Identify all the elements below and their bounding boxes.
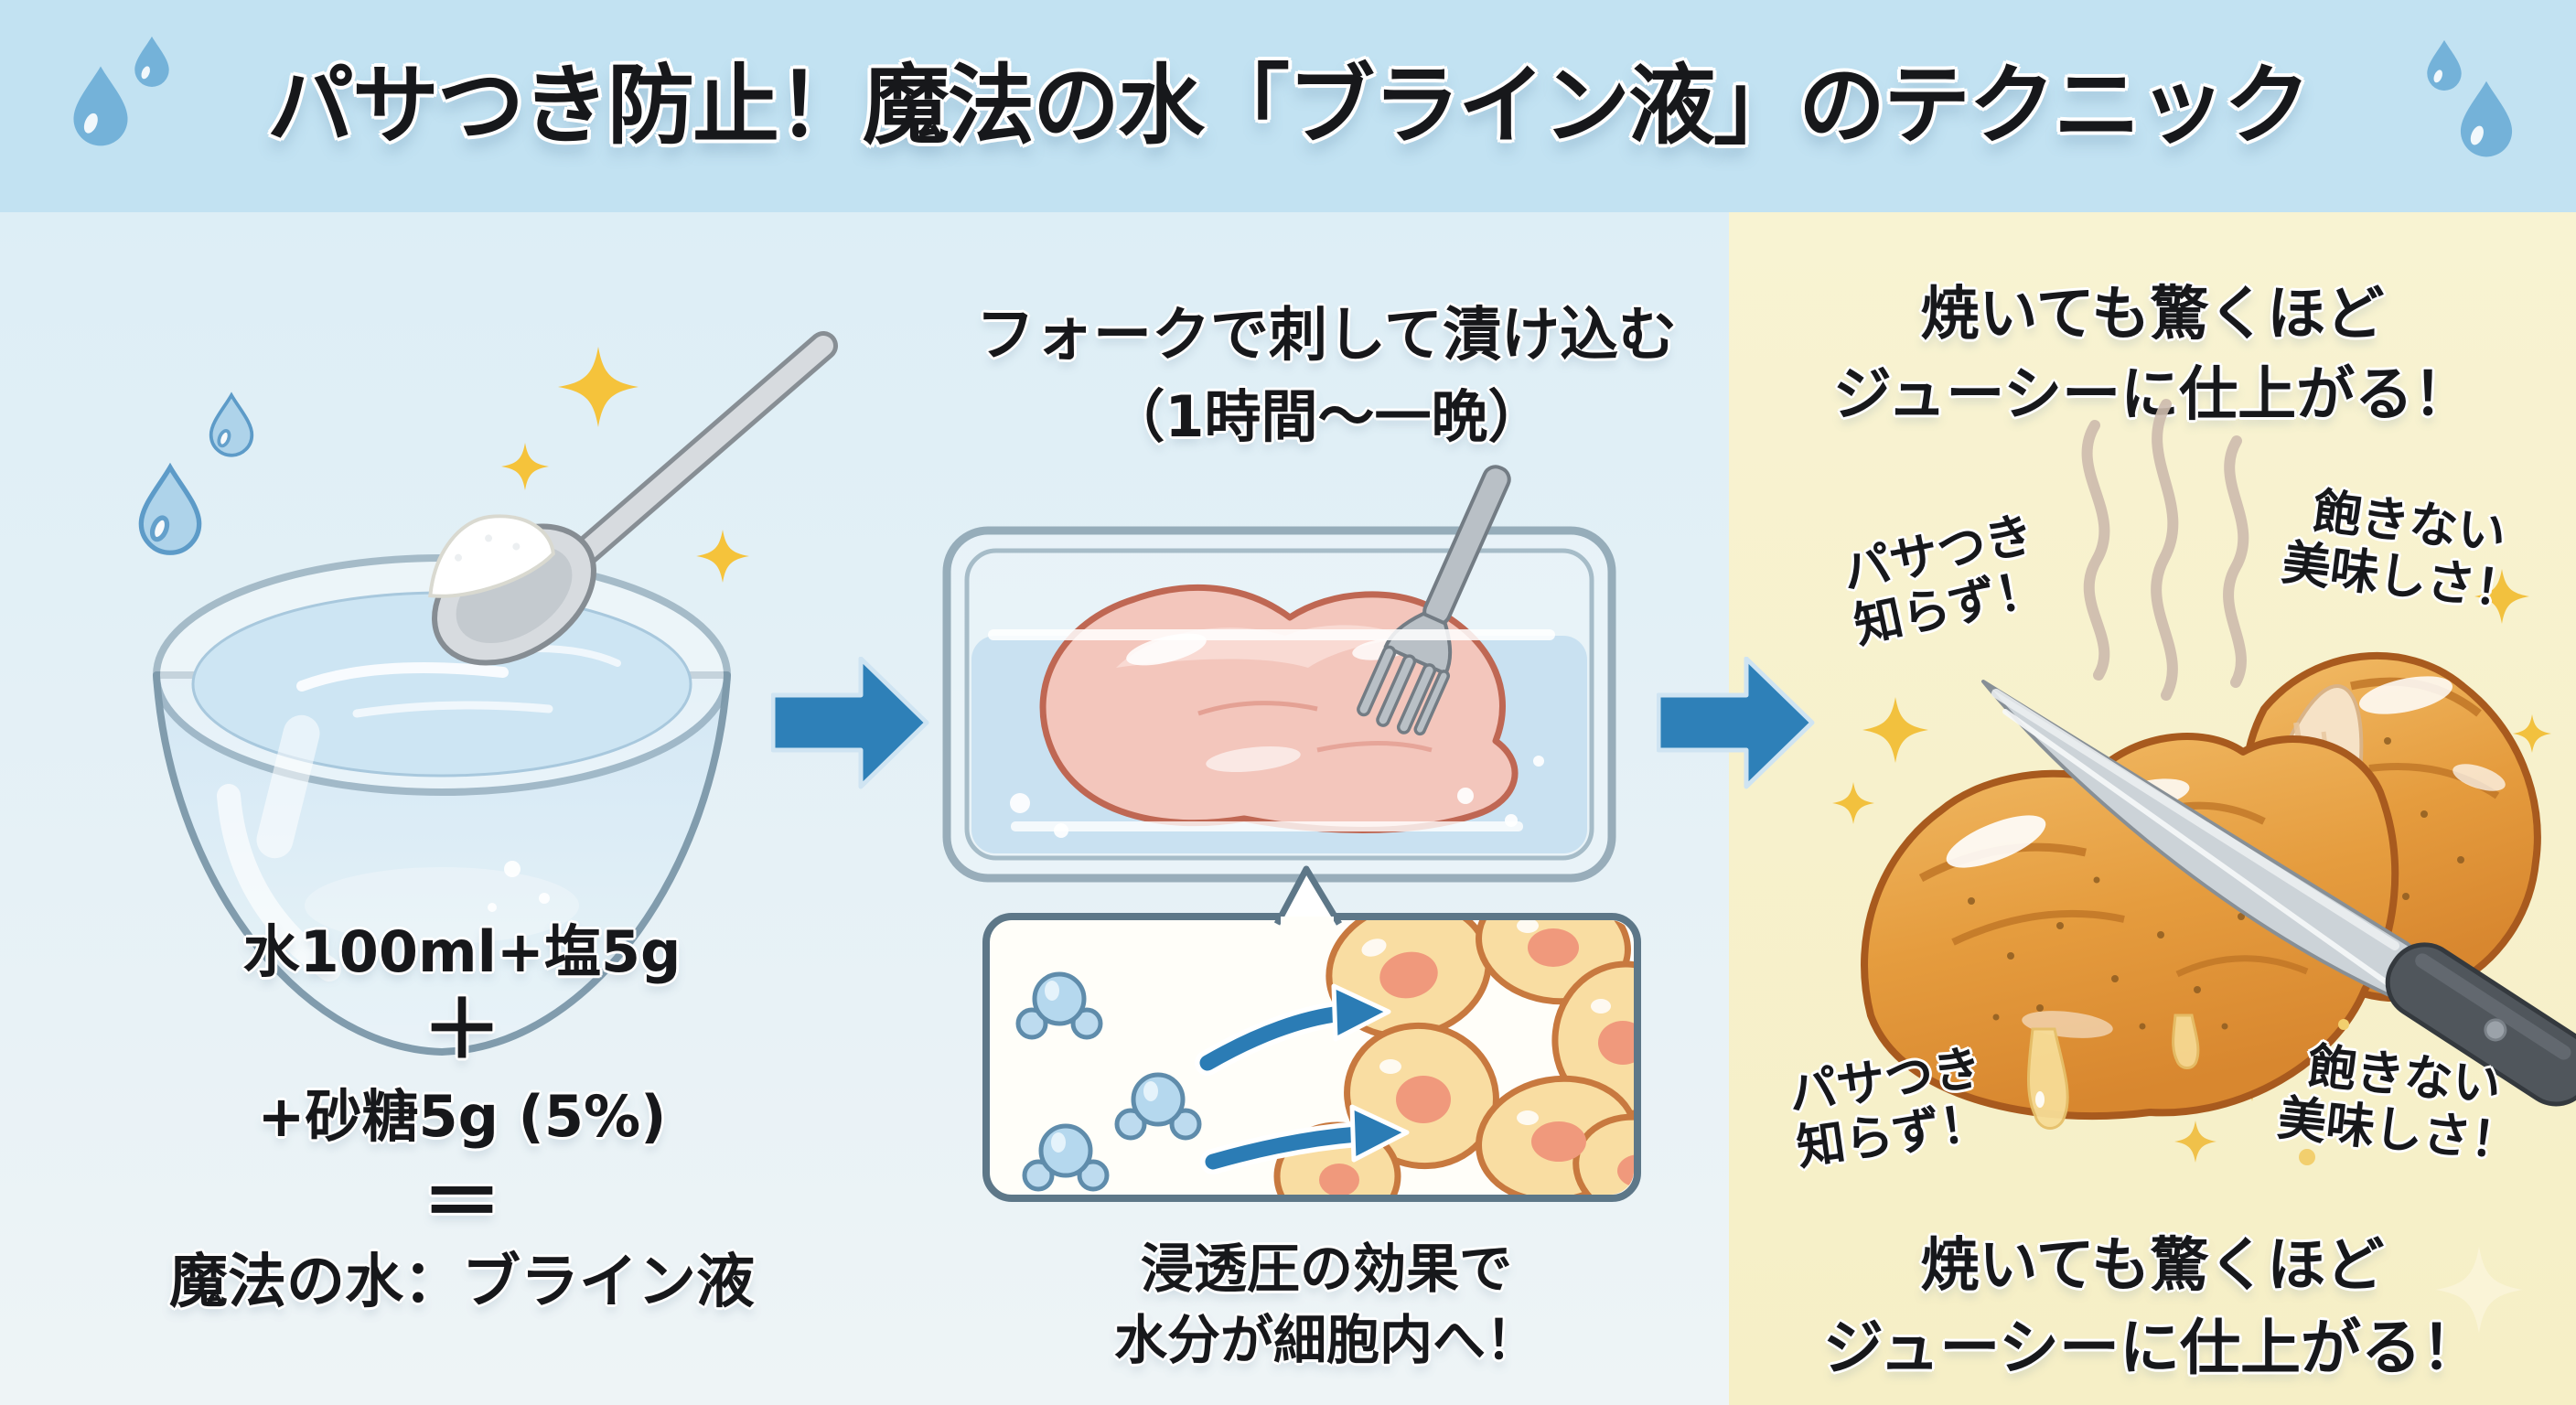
fork-icon [1357, 465, 1511, 736]
steam-icon [2081, 399, 2249, 701]
arrow-right-icon [1657, 657, 1817, 789]
bowl-illustration [119, 331, 838, 1056]
cooked-chicken-scene [1832, 399, 2576, 1334]
recipe-line1: 水100ml+塩5g [242, 918, 682, 985]
knife-icon [1981, 680, 2576, 1107]
osmosis-diagram [982, 865, 1641, 1202]
plus-sign: ＋ [421, 982, 502, 1077]
salt-icon [428, 514, 555, 598]
step-title-line1: フォークで刺して漬け込む [975, 302, 1678, 370]
spoon-icon [428, 331, 838, 666]
panel-juicy-result: 焼いても驚くほど ジューシーに仕上がる！ [1729, 212, 2576, 1405]
water-drop-icon [141, 393, 254, 552]
equals-sign: ＝ [421, 1155, 502, 1249]
recipe-line2: +砂糖5g (5%) [257, 1083, 667, 1150]
recipe-result: 魔法の水：ブライン液 [169, 1249, 755, 1316]
callout-pointer [1273, 865, 1343, 926]
cooked-chicken-illustration [1861, 651, 2541, 1165]
osmosis-caption-line1: 浸透圧の効果で [1140, 1238, 1512, 1300]
headline-line1: 焼いても驚くほど [1920, 281, 2385, 349]
container-illustration [942, 465, 1616, 883]
header: パサつき防止！魔法の水「ブライン液」のテクニック [0, 0, 2576, 212]
footer-line1: 焼いても驚くほど [1920, 1232, 2385, 1300]
step-title-line2: （1時間〜一晩） [1108, 383, 1545, 450]
page-title: パサつき防止！魔法の水「ブライン液」のテクニック [266, 56, 2311, 156]
osmosis-caption-line2: 水分が細胞内へ！ [1113, 1309, 1539, 1371]
headline-line2: ジューシーに仕上がる！ [1832, 361, 2473, 429]
osmosis-arrow-icon [1195, 983, 1410, 1174]
panel-brine-recipe: 水100ml+塩5g ＋ +砂糖5g (5%) ＝ 魔法の水：ブライン液 [0, 212, 924, 1405]
arrow-right-icon [771, 657, 931, 789]
juice-drip-icon [2027, 1014, 2349, 1165]
panel-soak-step: フォークで刺して漬け込む （1時間〜一晩） [924, 212, 1729, 1405]
footer-line2: ジューシーに仕上がる！ [1822, 1313, 2483, 1383]
